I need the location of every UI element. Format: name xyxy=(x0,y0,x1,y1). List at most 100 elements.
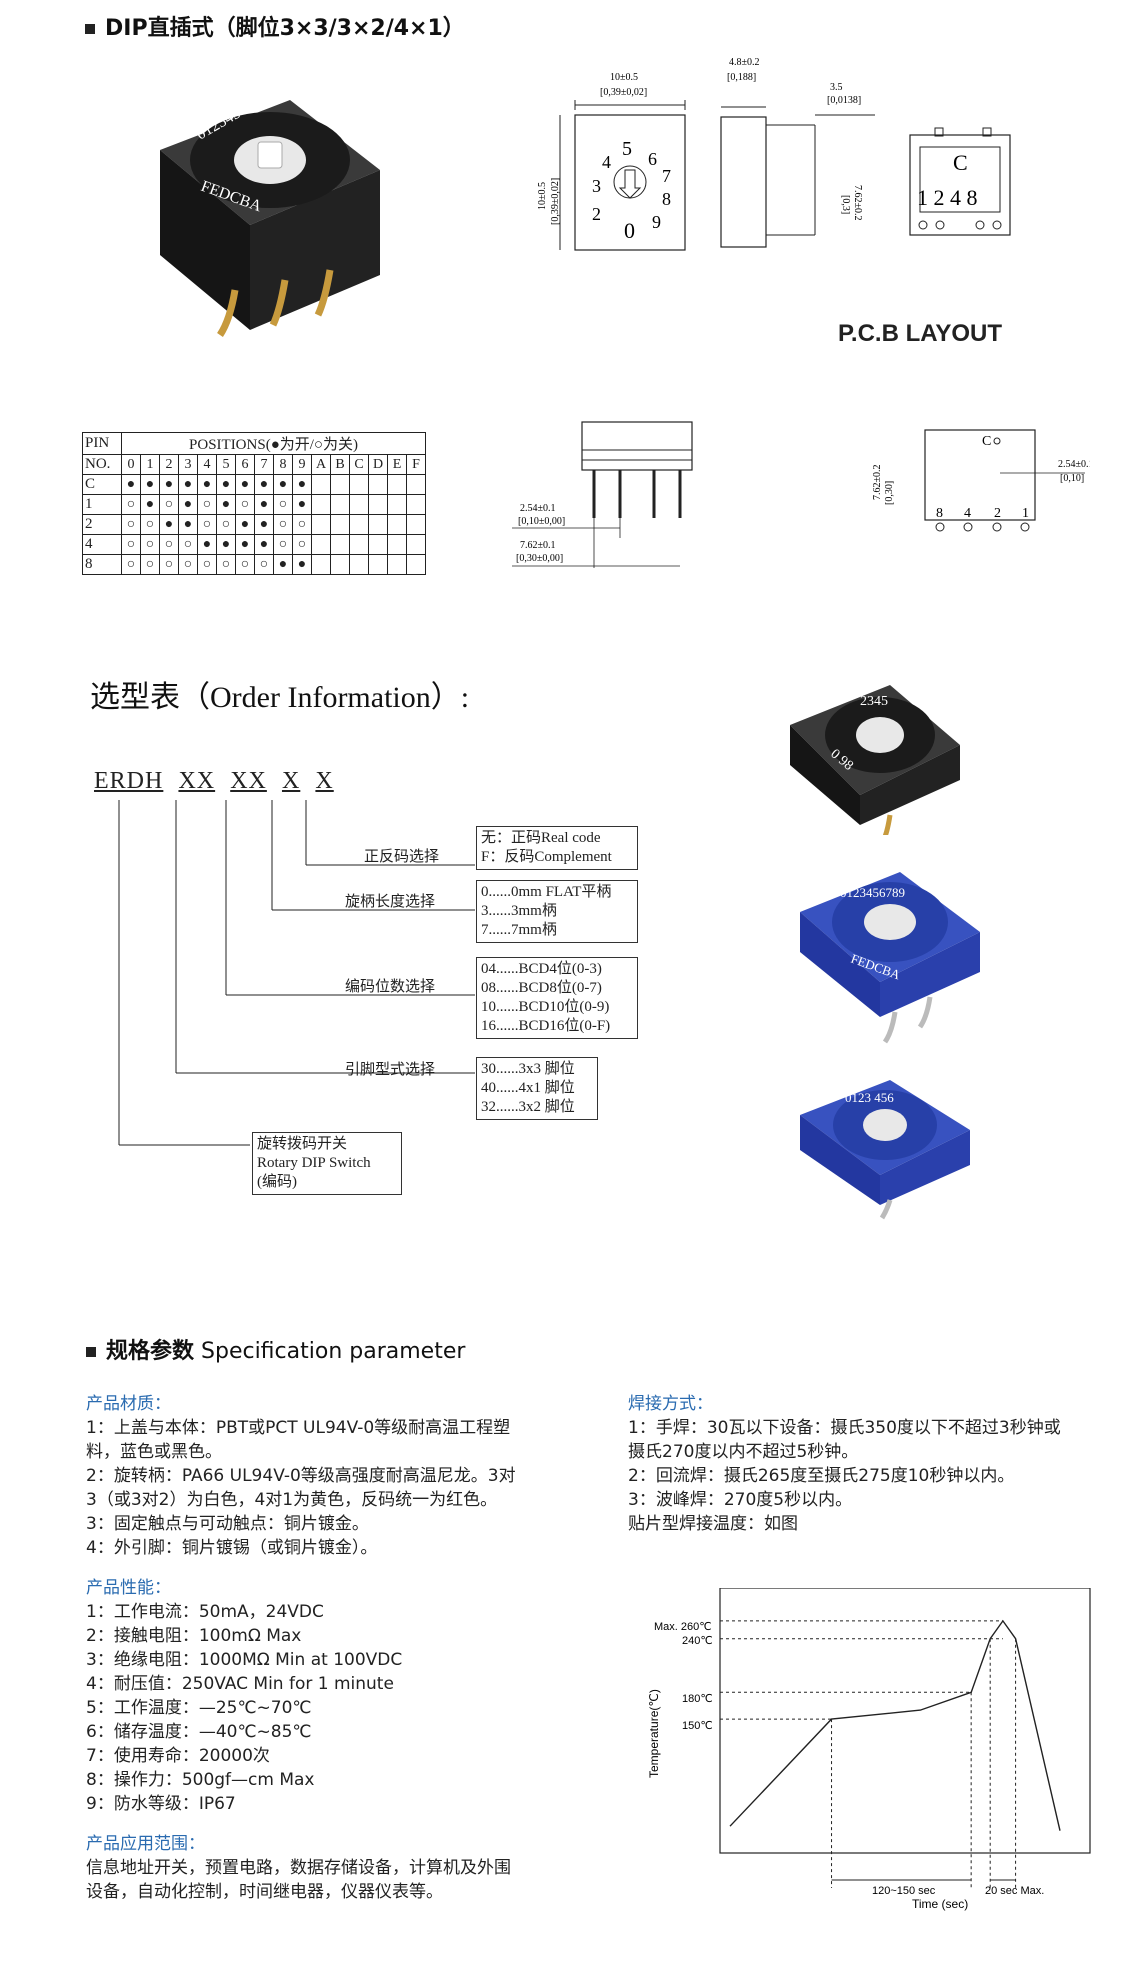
front-view-drawing: 10±0.5 [0,39±0,02] 10±0.5 [0,39±0,02] 5 … xyxy=(537,72,686,251)
state-cell xyxy=(121,554,141,575)
dim-depth: 4.8±0.2 xyxy=(729,57,760,68)
state-cell xyxy=(349,494,369,515)
spec-line: 3：波峰焊：270度5秒以内。 xyxy=(628,1490,853,1510)
option: F：反码Complement xyxy=(481,849,612,865)
dim-width: 10±0.5 xyxy=(610,72,638,83)
dial-digit-7: 7 xyxy=(662,166,671,186)
state-cell xyxy=(387,514,407,535)
product-photo-black-small: 2345 0 98 xyxy=(790,685,960,835)
state-cell xyxy=(292,514,312,535)
state-cell xyxy=(235,474,255,495)
state-cell xyxy=(159,474,179,495)
state-cell xyxy=(349,554,369,575)
spec-line: 2：旋转柄：PA66 UL94V-0等级高强度耐高温尼龙。3对 xyxy=(86,1466,516,1486)
pin-label: 8 xyxy=(82,554,122,575)
option: 16......BCD16位(0-F) xyxy=(481,1018,611,1034)
spec-title-en: Specification parameter xyxy=(194,1339,466,1364)
group-label-pins: 引脚型式选择 xyxy=(345,1061,436,1078)
product-photo-blue-small: 0123 456 xyxy=(800,1080,970,1220)
state-cell xyxy=(406,534,426,555)
state-cell xyxy=(368,494,388,515)
option: 04......BCD4位(0-3) xyxy=(481,961,602,977)
state-cell xyxy=(159,534,179,555)
table-row: 2 xyxy=(82,514,426,535)
spec-line: 1：手焊：30瓦以下设备：摄氏350度以下不超过3秒钟或 xyxy=(628,1418,1061,1438)
performance-title: 产品性能： xyxy=(86,1578,171,1598)
state-cell xyxy=(387,474,407,495)
pin-label: 1 xyxy=(82,494,122,515)
state-cell xyxy=(254,534,274,555)
option: 无：正码Real code xyxy=(481,830,601,846)
spec-line: 4：外引脚：铜片镀锡（或铜片镀金）。 xyxy=(86,1538,378,1558)
option: 40......4x1 脚位 xyxy=(481,1080,575,1096)
state-cell xyxy=(178,514,198,535)
position-col-2: 2 xyxy=(159,454,179,475)
spec-line: 2：接触电阻：100mΩ Max xyxy=(86,1626,302,1646)
state-cell xyxy=(368,474,388,495)
dim-pin-in: [0,0138] xyxy=(827,95,861,106)
state-cell xyxy=(387,494,407,515)
chart-xlabel: Time (sec) xyxy=(912,1897,968,1911)
state-cell xyxy=(330,534,350,555)
state-cell xyxy=(159,554,179,575)
pin-label: 2 xyxy=(82,514,122,535)
state-cell xyxy=(406,494,426,515)
state-cell xyxy=(292,534,312,555)
options-handle: 0......0mm FLAT平柄 3......3mm柄 7......7mm… xyxy=(476,880,638,943)
state-cell xyxy=(273,474,293,495)
pcb-span-in: [0,30] xyxy=(884,481,895,505)
state-cell xyxy=(254,494,274,515)
state-cell xyxy=(197,514,217,535)
option: 10......BCD10位(0-9) xyxy=(481,999,610,1015)
spec-line: 6：储存温度：—40℃~85℃ xyxy=(86,1722,312,1742)
position-col-A: A xyxy=(311,454,331,475)
dial-digit-3: 3 xyxy=(592,176,601,196)
state-cell xyxy=(121,514,141,535)
spec-line: 3：固定触点与可动触点：铜片镀金。 xyxy=(86,1514,369,1534)
state-cell xyxy=(140,514,160,535)
pcb-pin-4: 4 xyxy=(964,506,971,521)
spec-line: 3：绝缘电阻：1000MΩ Min at 100VDC xyxy=(86,1650,403,1670)
spec-line: 3（或3对2）为白色，4对1为黄色，反码统一为红色。 xyxy=(86,1490,498,1510)
state-cell xyxy=(197,554,217,575)
position-col-E: E xyxy=(387,454,407,475)
state-cell xyxy=(292,554,312,575)
option: 0......0mm FLAT平柄 xyxy=(481,884,612,900)
state-cell xyxy=(368,534,388,555)
state-cell xyxy=(121,474,141,495)
position-col-3: 3 xyxy=(178,454,198,475)
position-col-6: 6 xyxy=(235,454,255,475)
state-cell xyxy=(406,514,426,535)
position-col-0: 0 xyxy=(121,454,141,475)
product-photo-blue-large: 0123456789 FEDCBA xyxy=(800,872,980,1044)
state-cell xyxy=(197,474,217,495)
state-cell xyxy=(159,514,179,535)
dial-digit-6: 6 xyxy=(648,149,657,169)
state-cell xyxy=(311,514,331,535)
welding-title: 焊接方式： xyxy=(628,1394,713,1414)
product-photo-black: 0123456789 FEDCBA xyxy=(160,89,380,337)
state-cell xyxy=(178,554,198,575)
spec-line: 1：工作电流：50mA，24VDC xyxy=(86,1602,324,1622)
group-label-bits: 编码位数选择 xyxy=(345,978,436,995)
code-bits: XX xyxy=(230,768,267,794)
state-cell xyxy=(349,474,369,495)
state-cell xyxy=(311,494,331,515)
state-cell xyxy=(216,474,236,495)
bottom-pin-labels: 1 2 4 8 xyxy=(917,185,978,210)
dim-height-in: [0,39±0,02] xyxy=(550,178,561,225)
dial-digit-5: 5 xyxy=(622,138,632,160)
dial-digit-4: 4 xyxy=(602,152,611,172)
state-cell xyxy=(235,514,255,535)
application-list: 信息地址开关，预置电路，数据存储设备，计算机及外围设备，自动化控制，时间继电器，… xyxy=(86,1856,626,1904)
reflow-temperature-chart: Temperature(℃) Time (sec) Max. 260℃ 240℃… xyxy=(647,1588,1091,1911)
side-pitch-in: [0,10±0,00] xyxy=(518,516,565,527)
code-pin-type: XX xyxy=(178,768,216,794)
dim-pin: 3.5 xyxy=(830,82,843,93)
state-cell xyxy=(387,554,407,575)
position-col-9: 9 xyxy=(292,454,312,475)
table-row: 1 xyxy=(82,494,426,515)
spec-line: 贴片型焊接温度：如图 xyxy=(628,1514,798,1534)
tick-180: 180℃ xyxy=(682,1693,713,1705)
dial-digit-2: 2 xyxy=(592,204,601,224)
